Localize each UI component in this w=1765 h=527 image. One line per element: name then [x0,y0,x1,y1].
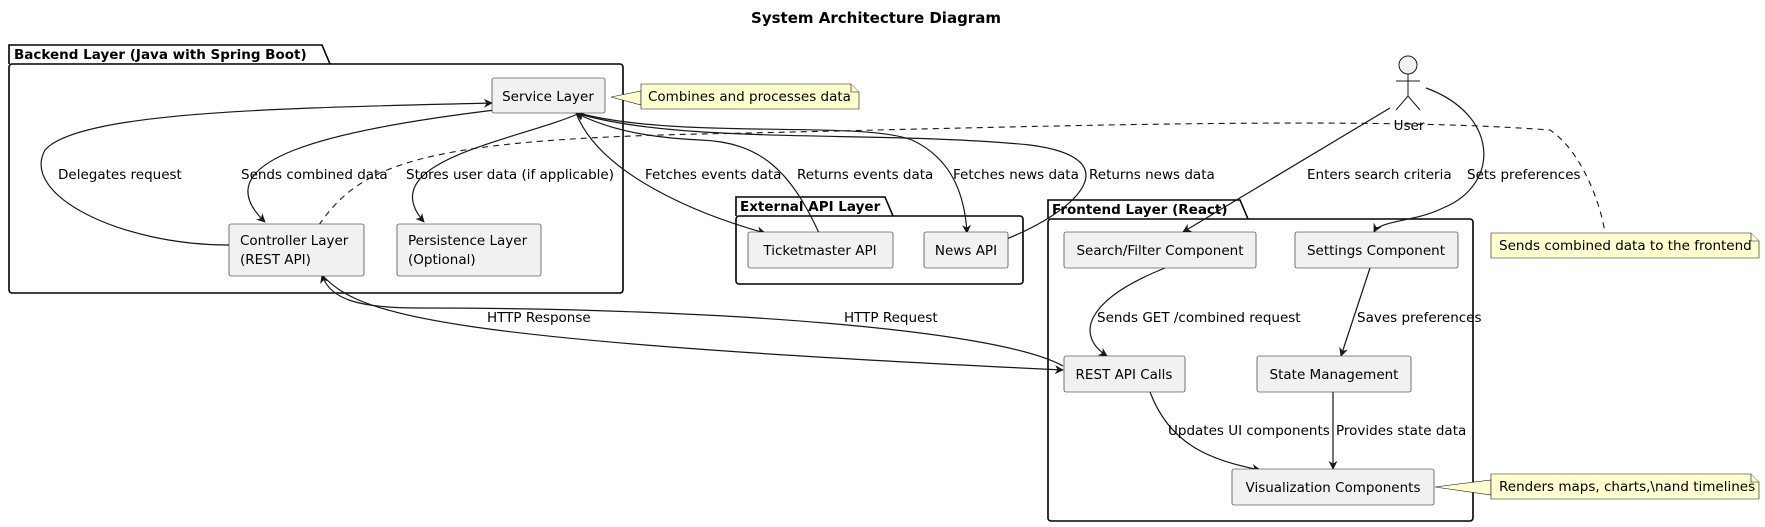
edge-delegates-request [40,98,493,246]
edge-label-returns-news: Returns news data [1089,167,1215,183]
node-settings-component: Settings Component [1294,231,1459,269]
edge-label-sets-preferences: Sets preferences [1467,167,1581,183]
svg-text:Sends combined data to the fro: Sends combined data to the frontend [1499,238,1752,254]
svg-text:(Optional): (Optional) [408,252,476,268]
svg-text:News API: News API [935,243,997,259]
package-frontend-title: Frontend Layer (React) [1052,202,1228,218]
package-frontend: Frontend Layer (React) [1047,199,1474,522]
node-ticketmaster-api: Ticketmaster API [747,231,894,269]
svg-text:Renders maps, charts,\nand tim: Renders maps, charts,\nand timelines [1499,479,1755,495]
svg-text:Settings Component: Settings Component [1307,243,1445,259]
node-rest-api-calls: REST API Calls [1063,355,1186,393]
note-connector-visualization [1434,479,1492,496]
svg-text:State Management: State Management [1270,367,1399,383]
node-state-management: State Management [1256,355,1412,393]
edge-label-http-response: HTTP Response [487,310,591,326]
svg-text:Combines and processes data: Combines and processes data [648,89,851,105]
actor-user-label: User [1394,118,1425,134]
node-search-filter-component: Search/Filter Component [1063,231,1257,269]
edge-saves-preferences [1339,267,1371,357]
node-controller-layer: Controller Layer (REST API) [228,223,365,277]
actor-user: User [1394,55,1425,134]
edge-returns-news [575,111,1087,241]
svg-text:REST API Calls: REST API Calls [1076,367,1173,383]
svg-text:Ticketmaster API: Ticketmaster API [762,243,876,259]
edge-label-delegates-request: Delegates request [58,167,182,183]
note-link-controller [318,122,1606,234]
edge-stores-user [412,112,581,223]
edge-label-fetches-events: Fetches events data [645,167,781,183]
note-controller: Sends combined data to the frontend [1490,232,1760,259]
svg-text:Search/Filter Component: Search/Filter Component [1076,243,1243,259]
package-external-title: External API Layer [740,199,881,215]
node-persistence-layer: Persistence Layer (Optional) [396,223,542,277]
edge-http-request [320,274,1064,367]
edge-fetches-events [575,112,766,236]
svg-text:(REST API): (REST API) [240,252,311,268]
edge-label-sends-combined: Sends combined data [241,167,388,183]
package-external: External API Layer [735,196,1024,285]
svg-text:Controller Layer: Controller Layer [240,233,349,249]
edge-http-response [321,274,1064,375]
edge-label-stores-user: Stores user data (if applicable) [406,167,614,183]
edge-label-returns-events: Returns events data [797,167,933,183]
svg-text:Visualization Components: Visualization Components [1246,480,1421,496]
note-service: Combines and processes data [640,83,860,110]
edge-label-enters-search: Enters search criteria [1307,167,1452,183]
edge-sets-preferences [1373,87,1485,233]
edge-label-fetches-news: Fetches news data [953,167,1079,183]
edge-returns-events [575,112,820,234]
diagram-title: System Architecture Diagram [751,9,1001,27]
edge-sends-get [1089,267,1166,357]
edge-sends-combined [247,109,496,223]
edge-label-updates-ui: Updates UI components [1168,423,1330,439]
note-visualization: Renders maps, charts,\nand timelines [1490,473,1760,500]
node-news-api: News API [923,231,1009,269]
edge-label-sends-get: Sends GET /combined request [1097,310,1301,326]
edge-label-provides-state: Provides state data [1336,423,1466,439]
edge-fetches-news [577,112,971,234]
node-visualization-components: Visualization Components [1231,468,1435,506]
edge-enters-search [1182,107,1391,233]
node-service-layer: Service Layer [491,77,606,114]
package-backend-title: Backend Layer (Java with Spring Boot) [14,47,307,63]
edge-label-http-request: HTTP Request [844,310,938,326]
package-backend: Backend Layer (Java with Spring Boot) [8,44,624,294]
edge-updates-ui [1149,391,1261,473]
svg-text:Persistence Layer: Persistence Layer [408,233,528,249]
edge-label-saves-preferences: Saves preferences [1357,310,1482,326]
note-connector-service [610,90,642,106]
svg-text:Service Layer: Service Layer [502,89,594,105]
